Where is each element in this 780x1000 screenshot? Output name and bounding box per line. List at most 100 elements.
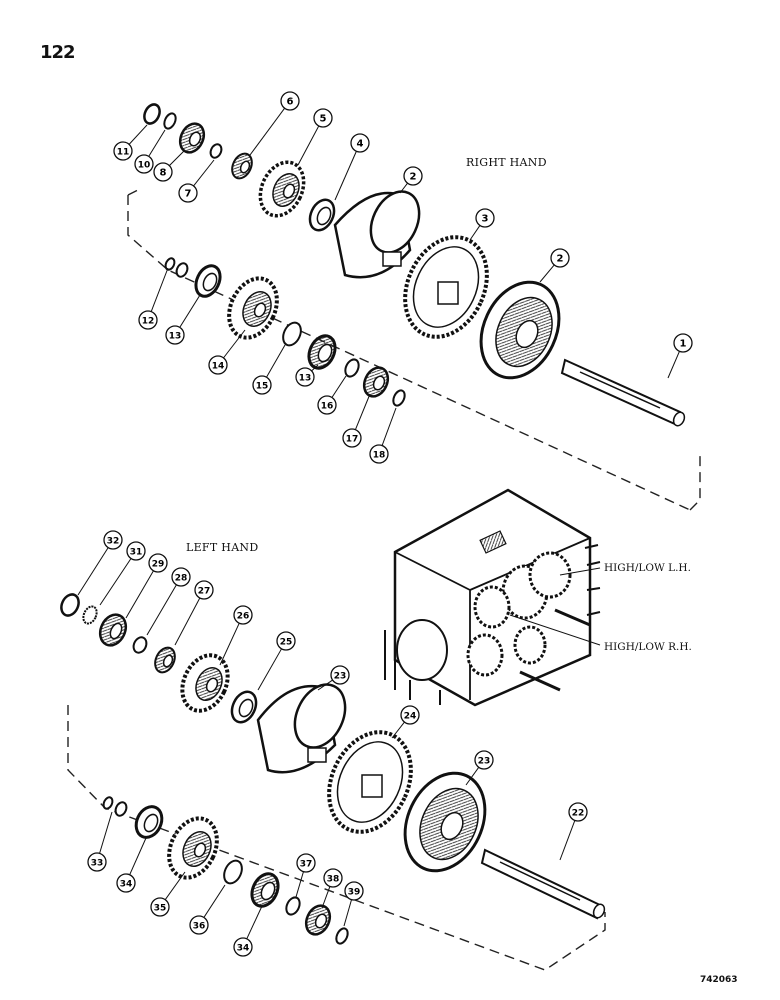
part-33-rings — [102, 796, 128, 817]
callout-part-37: 37 — [295, 853, 316, 898]
callout-number: 26 — [237, 612, 250, 622]
callout-number: 17 — [346, 435, 359, 445]
transmission-housing — [384, 488, 601, 707]
part-2-clutch-drum-b — [479, 280, 561, 380]
part-31-washer — [82, 605, 98, 625]
callout-part-27: 27 — [174, 580, 214, 646]
callout-part-15: 15 — [252, 344, 286, 395]
callout-number: 2 — [557, 254, 564, 265]
callout-number: 16 — [321, 402, 334, 412]
right-hand-group-outline-top — [127, 189, 139, 196]
part-37-washer — [285, 896, 301, 916]
callout-number: 13 — [169, 332, 182, 342]
part-17-bearing — [362, 366, 390, 398]
callout-part-34: 34 — [116, 837, 147, 893]
part-38-bearing — [304, 904, 332, 936]
callout-part-3: 3 — [469, 208, 495, 241]
part-10-washer — [163, 112, 177, 130]
right-hand-group-outline — [127, 195, 701, 511]
callout-part-32: 32 — [77, 530, 123, 596]
callout-number: 24 — [404, 712, 417, 722]
part-29-bearing — [98, 613, 128, 647]
callout-part-8: 8 — [153, 149, 186, 182]
part-24-large-gear — [327, 730, 413, 834]
part-34-bearing — [134, 805, 164, 839]
part-callouts: 1223456781011121313141516171822232324252… — [77, 91, 693, 957]
callout-part-31: 31 — [99, 541, 146, 606]
callout-number: 12 — [142, 317, 155, 327]
part-22-shaft — [480, 848, 606, 920]
callout-number: 23 — [334, 672, 347, 682]
callout-number: 10 — [138, 161, 151, 171]
part-28-spacer — [132, 636, 148, 654]
callout-number: 34 — [237, 944, 250, 954]
callout-number: 7 — [185, 189, 192, 200]
callout-part-10: 10 — [134, 129, 166, 174]
callout-number: 27 — [198, 587, 211, 597]
callout-part-17: 17 — [342, 393, 371, 448]
callout-part-28: 28 — [146, 567, 191, 636]
callout-part-36: 36 — [189, 884, 226, 935]
callout-number: 38 — [327, 875, 340, 885]
callout-number: 4 — [357, 139, 364, 150]
callout-number: 3 — [482, 214, 489, 225]
callout-number: 28 — [175, 574, 188, 584]
part-34-bearing-b — [250, 872, 280, 908]
callout-part-33: 33 — [87, 811, 113, 872]
part-13-bearing — [194, 264, 222, 298]
callout-number: 35 — [154, 904, 167, 914]
part-8-bearing — [178, 122, 206, 154]
callout-part-25: 25 — [257, 631, 296, 691]
callout-number: 8 — [160, 168, 167, 179]
callout-part-6: 6 — [249, 91, 300, 156]
part-14-gear — [227, 276, 279, 340]
part-25-bearing — [230, 690, 258, 724]
callout-part-29: 29 — [125, 553, 168, 619]
part-3-large-gear — [403, 235, 489, 339]
callout-part-16: 16 — [317, 375, 347, 415]
callout-number: 39 — [348, 888, 361, 898]
callout-part-39: 39 — [343, 881, 364, 927]
callout-part-4: 4 — [334, 133, 370, 201]
part-36-spacer — [223, 859, 243, 885]
part-23-clutch-drum — [256, 683, 347, 774]
callout-part-26: 26 — [219, 605, 253, 666]
callout-part-23: 23 — [465, 750, 494, 786]
callout-part-2: 2 — [539, 248, 570, 283]
callout-part-5: 5 — [297, 108, 333, 166]
callout-part-34: 34 — [233, 905, 263, 957]
callout-number: 31 — [130, 548, 143, 558]
part-12-rings — [164, 257, 189, 278]
right-hand-label: RIGHT HAND — [466, 156, 547, 169]
part-6-bearing — [231, 152, 253, 180]
part-16-washer — [344, 358, 360, 378]
callout-part-11: 11 — [113, 124, 148, 161]
callout-number: 2 — [410, 172, 417, 183]
part-39-snap-ring — [335, 927, 349, 945]
part-35-gear — [167, 816, 219, 880]
callout-number: 13 — [299, 374, 312, 384]
callout-number: 6 — [287, 97, 294, 108]
callout-part-1: 1 — [667, 333, 693, 379]
part-7-spacer — [209, 143, 223, 159]
callout-number: 36 — [193, 922, 206, 932]
high-low-rh-leader — [509, 614, 601, 646]
callout-part-12: 12 — [138, 267, 169, 330]
high-low-lh-leader — [559, 567, 601, 576]
callout-number: 1 — [680, 339, 687, 350]
callout-number: 15 — [256, 382, 269, 392]
callout-part-13: 13 — [165, 294, 201, 345]
part-11-nut — [143, 103, 161, 125]
callout-part-22: 22 — [559, 802, 588, 861]
callout-number: 34 — [120, 880, 133, 890]
callout-number: 37 — [300, 860, 313, 870]
part-15-spacer — [282, 321, 302, 347]
high-low-rh-callout: HIGH/LOW R.H. — [604, 641, 692, 653]
part-5-gear — [258, 160, 306, 218]
callout-part-23: 23 — [317, 665, 350, 691]
callout-part-18: 18 — [369, 407, 397, 464]
part-32-nut — [60, 593, 80, 617]
callout-number: 23 — [478, 757, 491, 767]
